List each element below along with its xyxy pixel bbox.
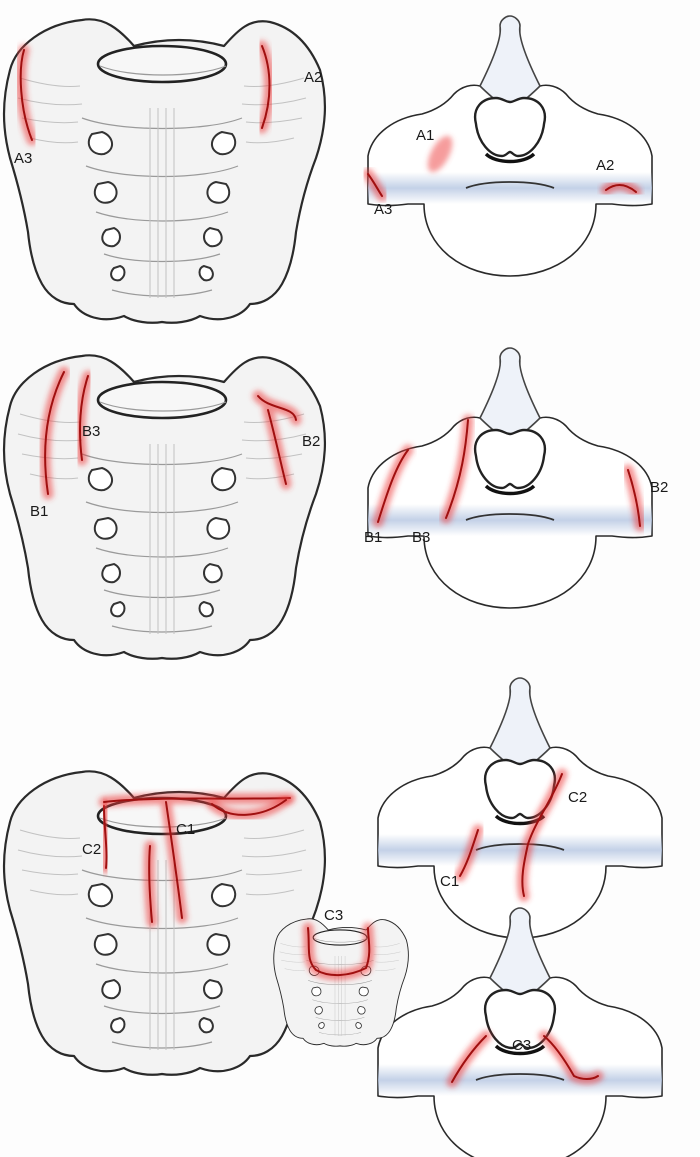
panel-c: C1 C2 C3 C2 C1 C3 (2, 676, 664, 1157)
label-a3: A3 (14, 150, 32, 167)
label-b2: B2 (302, 433, 320, 450)
label-c3-small: C3 (324, 907, 343, 924)
label-b3: B3 (82, 423, 100, 440)
label-a2-axial: A2 (596, 157, 614, 174)
panel-c-small-sacrum (273, 918, 410, 1047)
label-b2-axial: B2 (650, 479, 668, 496)
label-a1-axial: A1 (416, 127, 434, 144)
panel-b: B3 B1 B2 B1 B3 B2 (2, 346, 668, 661)
label-a3-axial: A3 (374, 201, 392, 218)
label-c1-axial: C1 (440, 873, 459, 890)
label-b3-axial: B3 (412, 529, 430, 546)
panel-a-axial-s1 (366, 14, 654, 278)
label-c3-axial: C3 (512, 1037, 531, 1054)
label-c1: C1 (176, 821, 195, 838)
label-a2: A2 (304, 69, 322, 86)
panel-c-axial-s1-bottom (376, 906, 664, 1157)
panel-a-sacrum-frontal (2, 18, 327, 325)
label-b1: B1 (30, 503, 48, 520)
label-c2-axial: C2 (568, 789, 587, 806)
panel-b-axial-s1 (366, 346, 654, 610)
panel-a: A3 A2 A1 A3 A2 (2, 14, 654, 325)
label-c2: C2 (82, 841, 101, 858)
label-b1-axial: B1 (364, 529, 382, 546)
